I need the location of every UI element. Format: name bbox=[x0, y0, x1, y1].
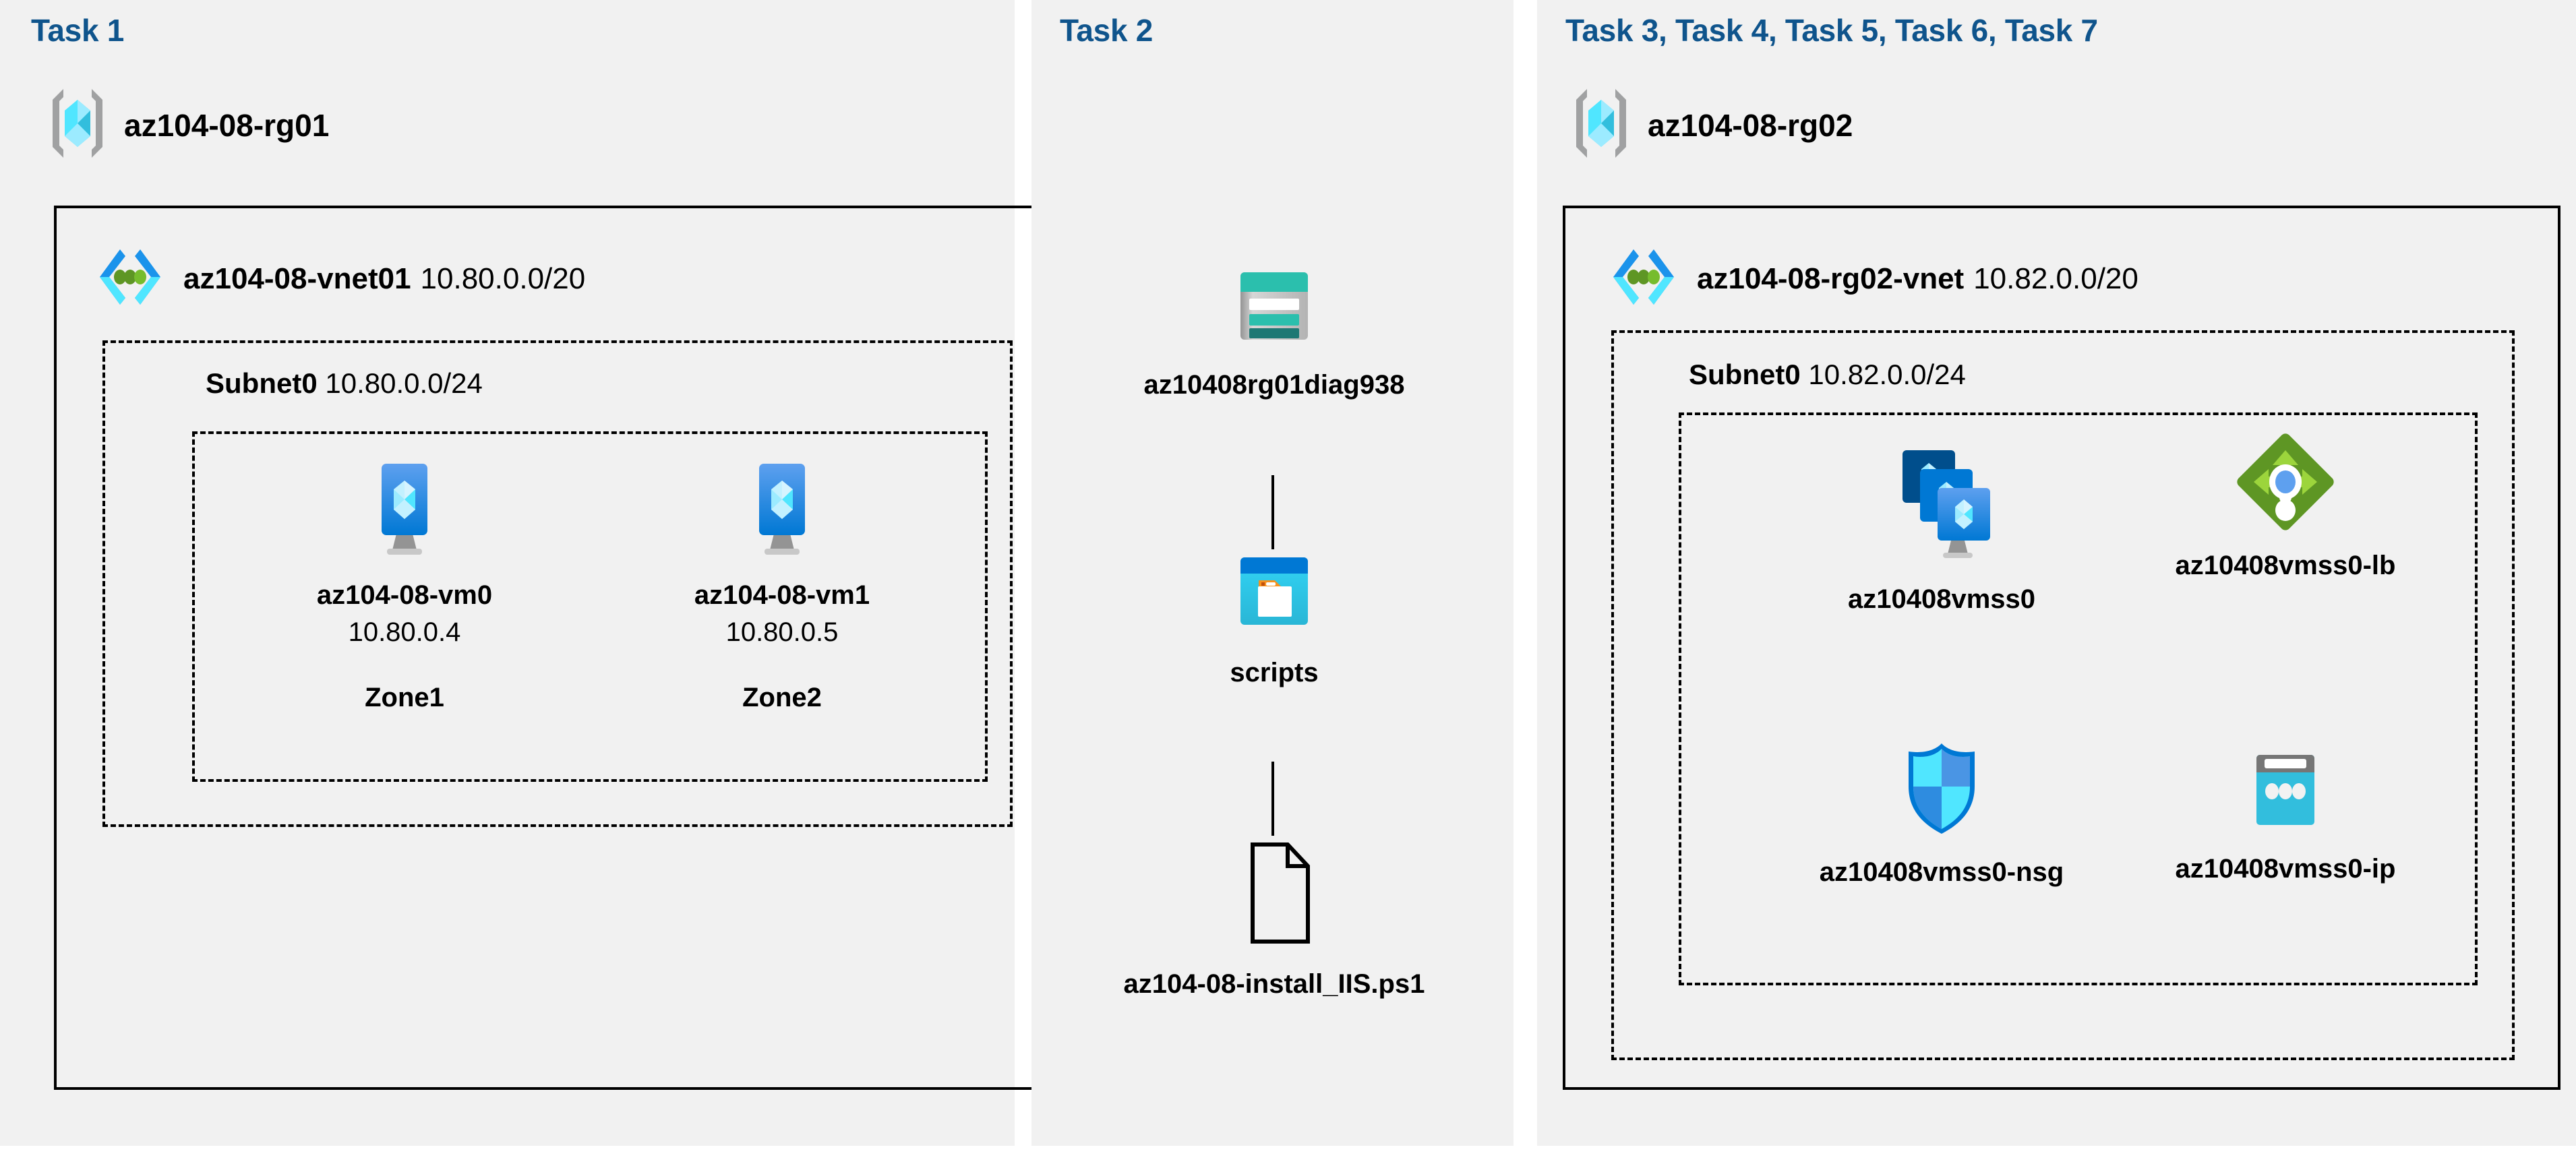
vm-scale-set-icon bbox=[1888, 445, 1996, 570]
task-title-3: Task 3, Task 4, Task 5, Task 6, Task 7 bbox=[1565, 13, 2098, 48]
connector-container-to-file bbox=[1271, 762, 1274, 836]
node-script-file[interactable]: az104-08-install_IIS.ps1 bbox=[1123, 839, 1425, 1000]
subnet-box-2 bbox=[1611, 330, 2515, 1060]
subnet-name: Subnet0 bbox=[206, 367, 318, 399]
file-icon bbox=[1232, 839, 1316, 950]
resource-group-icon bbox=[1572, 86, 1630, 164]
node-ip: 10.80.0.5 bbox=[725, 617, 839, 647]
virtual-machine-icon bbox=[364, 458, 445, 563]
storage-account-icon bbox=[1231, 263, 1317, 352]
vnet-cidr: 10.80.0.0/20 bbox=[420, 262, 586, 295]
subnet-label-2: Subnet0 10.82.0.0/24 bbox=[1689, 359, 1966, 391]
subnet-box-1 bbox=[102, 340, 1013, 827]
subnet-cidr: 10.80.0.0/24 bbox=[325, 367, 483, 399]
task-title-2: Task 2 bbox=[1060, 13, 1153, 48]
virtual-network-icon bbox=[94, 241, 166, 316]
vnet-name-label: az104-08-vnet01 10.80.0.0/20 bbox=[183, 262, 585, 296]
connector-storage-to-container bbox=[1271, 475, 1274, 549]
blob-container-icon bbox=[1229, 549, 1319, 643]
resource-group-rg02: az104-08-rg02 bbox=[1572, 86, 1853, 164]
node-ip: 10.80.0.4 bbox=[348, 617, 461, 647]
virtual-network-icon bbox=[1608, 241, 1679, 316]
node-nsg[interactable]: az10408vmss0-nsg bbox=[1793, 738, 2090, 888]
node-label: az10408vmss0 bbox=[1847, 584, 2036, 614]
public-ip-address-icon bbox=[2242, 748, 2329, 839]
vnet-name: az104-08-rg02-vnet bbox=[1697, 262, 1965, 295]
node-vm0[interactable]: az104-08-vm0 10.80.0.4 Zone1 bbox=[297, 458, 512, 713]
node-label: az104-08-install_IIS.ps1 bbox=[1123, 969, 1425, 999]
resource-group-rg01: az104-08-rg01 bbox=[49, 86, 329, 164]
vnet-cidr: 10.82.0.0/20 bbox=[1973, 262, 2138, 295]
subnet-name: Subnet0 bbox=[1689, 359, 1801, 390]
resource-group-icon bbox=[49, 86, 107, 164]
network-security-group-icon bbox=[1898, 738, 1985, 842]
vnet-name: az104-08-vnet01 bbox=[183, 262, 411, 295]
vm-group-box-1 bbox=[192, 431, 988, 782]
node-label: az10408vmss0-lb bbox=[2175, 551, 2396, 580]
node-blob-container[interactable]: scripts bbox=[1146, 549, 1402, 688]
vnet-box-2 bbox=[1563, 206, 2560, 1090]
node-zone: Zone2 bbox=[742, 683, 822, 712]
resource-group-label: az104-08-rg01 bbox=[124, 107, 330, 143]
node-load-balancer[interactable]: az10408vmss0-lb bbox=[2151, 431, 2420, 581]
node-storage-account[interactable]: az10408rg01diag938 bbox=[1143, 263, 1405, 400]
panel-task3-7 bbox=[1537, 0, 2576, 1146]
subnet-label-1: Subnet0 10.80.0.0/24 bbox=[206, 367, 483, 400]
node-public-ip[interactable]: az10408vmss0-ip bbox=[2151, 748, 2420, 884]
node-vm1[interactable]: az104-08-vm1 10.80.0.5 Zone2 bbox=[674, 458, 890, 713]
node-label: az10408vmss0-nsg bbox=[1819, 857, 2064, 887]
load-balancer-icon bbox=[2235, 431, 2336, 536]
node-label: az104-08-vm0 bbox=[316, 580, 493, 610]
vnet-header-1: az104-08-vnet01 10.80.0.0/20 bbox=[94, 241, 585, 316]
subnet-cidr: 10.82.0.0/24 bbox=[1808, 359, 1966, 390]
task-title-1: Task 1 bbox=[31, 13, 124, 48]
node-label: az10408rg01diag938 bbox=[1143, 370, 1405, 400]
virtual-machine-icon bbox=[742, 458, 822, 563]
node-label: scripts bbox=[1230, 658, 1319, 687]
panel-task1 bbox=[0, 0, 1015, 1146]
node-label: az10408vmss0-ip bbox=[2175, 854, 2396, 884]
node-label: az104-08-vm1 bbox=[694, 580, 870, 610]
node-zone: Zone1 bbox=[365, 683, 444, 712]
resource-group-box-2 bbox=[1679, 412, 2478, 985]
resource-group-label: az104-08-rg02 bbox=[1648, 107, 1853, 143]
node-vmss[interactable]: az10408vmss0 bbox=[1807, 445, 2076, 615]
